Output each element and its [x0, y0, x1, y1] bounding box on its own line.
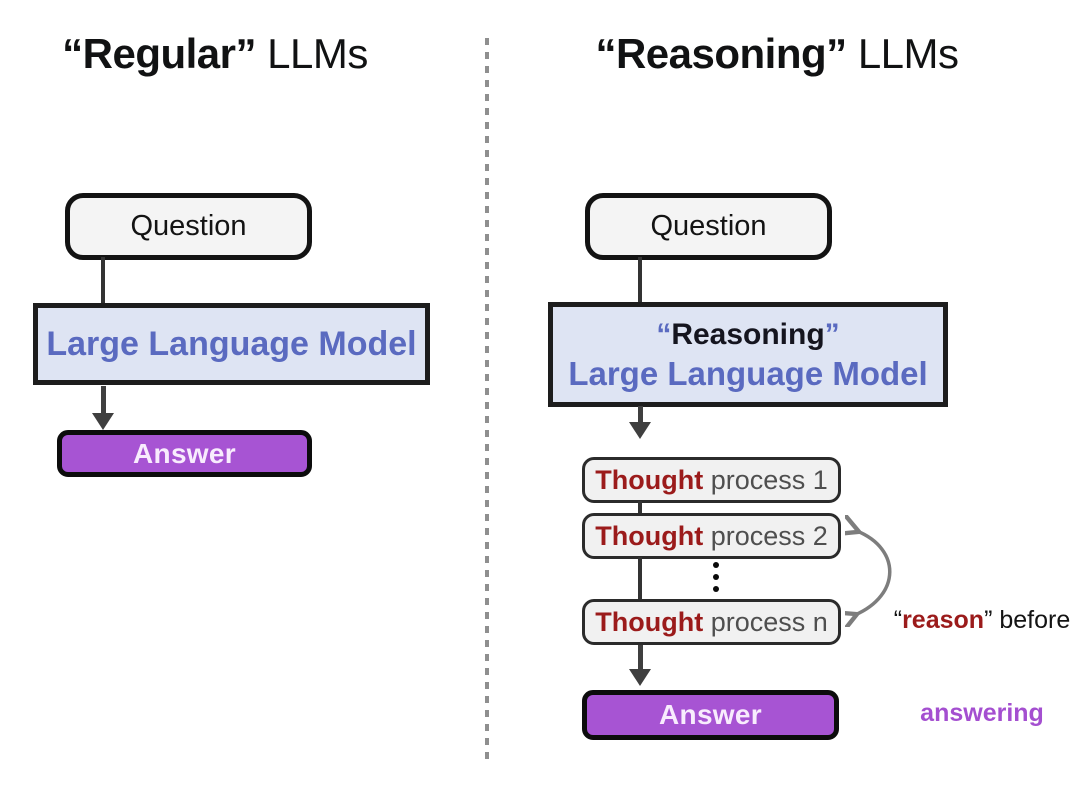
before-word: before	[992, 606, 1071, 634]
reasoning-llm-line1: “Reasoning”	[656, 317, 839, 353]
answer-label-left: Answer	[133, 437, 236, 469]
arrow-head	[629, 422, 651, 439]
process-label: process 2	[703, 520, 828, 551]
answer-box-left: Answer	[57, 430, 312, 477]
answer-label-right: Answer	[659, 699, 762, 730]
left-column-title: “Regular” LLMs	[15, 30, 415, 86]
ellipsis-dot	[713, 586, 719, 592]
annotation-line1: “reason” before	[882, 605, 1080, 636]
ellipsis-dot	[713, 562, 719, 568]
process-label: process 1	[703, 464, 828, 495]
arrow-head	[92, 413, 114, 430]
right-column-title: “Reasoning” LLMs	[557, 30, 997, 86]
question-box-left: Question	[65, 193, 312, 260]
down-arrow-icon	[629, 645, 651, 686]
question-label-left: Question	[130, 210, 247, 242]
llm-label-left: Large Language Model	[46, 324, 417, 363]
arrow-shaft	[100, 386, 106, 413]
answer-box-right: Answer	[582, 690, 839, 740]
reasoning-llm-line2: Large Language Model	[568, 354, 928, 392]
quote-open: “	[893, 606, 903, 634]
arrow-head	[629, 669, 651, 686]
vertical-ellipsis-icon	[704, 562, 728, 592]
curved-double-arrow-icon	[845, 515, 892, 627]
connector-question-to-llm-right	[638, 257, 642, 304]
quote-close: ”	[824, 317, 840, 351]
annotation-line2: answering	[920, 699, 1044, 727]
down-arrow-icon	[92, 386, 114, 430]
reasoning-word: Reasoning	[671, 317, 825, 351]
thought-word: Thought	[595, 464, 704, 495]
reason-word: reason	[902, 606, 985, 634]
connector-question-to-llm-left	[101, 257, 105, 305]
quote-close: ”	[984, 606, 993, 634]
ellipsis-dot	[713, 574, 719, 580]
arrow-shaft	[637, 406, 643, 422]
thought-word: Thought	[595, 520, 704, 551]
thought-process-n-box: Thought process n	[582, 599, 841, 645]
reasoning-llm-box: “Reasoning” Large Language Model	[548, 302, 948, 407]
quote-open: “	[656, 317, 672, 351]
reason-annotation: “reason” before answering	[882, 543, 1080, 791]
left-title-rest: LLMs	[256, 30, 368, 77]
thought-process-2-box: Thought process 2	[582, 513, 841, 559]
down-arrow-icon	[629, 406, 651, 439]
right-title-rest: LLMs	[846, 30, 959, 77]
thought-process-1-box: Thought process 1	[582, 457, 841, 503]
llm-box-left: Large Language Model	[33, 303, 430, 385]
left-title-bold: “Regular”	[62, 30, 256, 77]
connector-thought2-to-thoughtn	[638, 557, 642, 601]
thought-word: Thought	[595, 606, 704, 637]
right-title-bold: “Reasoning”	[595, 30, 847, 77]
process-label: process n	[703, 606, 828, 637]
dashed-vertical-divider	[485, 38, 489, 764]
question-label-right: Question	[650, 210, 767, 242]
question-box-right: Question	[585, 193, 832, 260]
connector-thought1-to-thought2	[638, 501, 642, 515]
arrow-shaft	[637, 645, 643, 669]
